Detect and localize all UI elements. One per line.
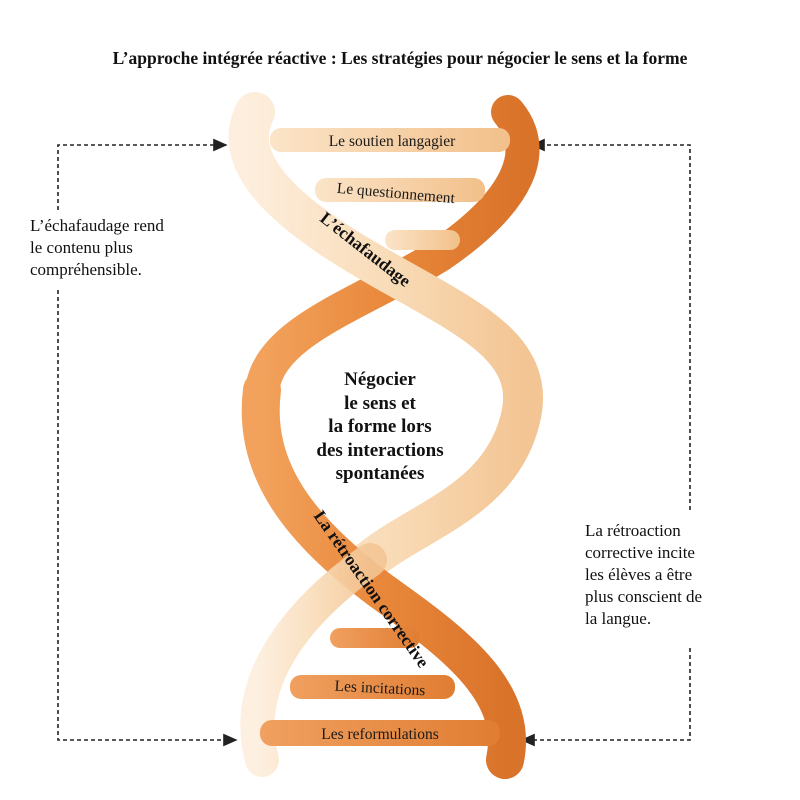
feedback-note: La rétroaction corrective incite les élè… xyxy=(585,520,775,630)
rung-3 xyxy=(290,675,455,699)
center-line: la forme lors xyxy=(328,416,432,437)
arrow-to-top-rung xyxy=(57,138,228,210)
center-line: spontanées xyxy=(335,463,425,484)
rung-label-4: Les reformulations xyxy=(321,726,439,743)
lower-rungs xyxy=(260,628,500,746)
rung-small xyxy=(385,230,460,250)
left-connector xyxy=(57,138,238,747)
dark-strand-lower xyxy=(241,371,526,779)
rung-4 xyxy=(260,720,500,746)
center-line: Négocier xyxy=(344,369,416,390)
note-line: les élèves a être xyxy=(585,565,693,584)
light-strand-upper xyxy=(228,92,544,580)
rung-2 xyxy=(315,178,485,202)
arrow-to-bottom-rung xyxy=(57,290,238,747)
note-line: corrective incite xyxy=(585,543,695,562)
note-line: compréhensible. xyxy=(30,260,142,279)
note-line: plus conscient de xyxy=(585,587,703,606)
rung-small-lower xyxy=(330,628,420,648)
arrow-to-top-right xyxy=(530,138,691,510)
note-line: la langue. xyxy=(585,609,652,628)
center-label: Négocier le sens et la forme lors des in… xyxy=(290,368,470,486)
scaffolding-note: L’échafaudage rend le contenu plus compr… xyxy=(30,215,230,281)
light-strand-lower xyxy=(240,543,387,777)
center-line: le sens et xyxy=(344,392,416,414)
center-line: des interactions xyxy=(316,439,444,461)
rung-label-1: Le soutien langagier xyxy=(329,133,456,150)
upper-rungs xyxy=(270,128,510,250)
arrow-to-bottom-right xyxy=(520,648,691,747)
note-line: La rétroaction xyxy=(585,521,681,540)
note-line: L’échafaudage rend xyxy=(30,216,164,235)
dark-strand-upper xyxy=(245,95,540,407)
note-line: le contenu plus xyxy=(30,238,133,257)
diagram-title: L’approche intégrée réactive : Les strat… xyxy=(112,48,688,68)
rung-label-3: Les incitations xyxy=(334,678,426,700)
right-connector xyxy=(520,138,691,747)
rung-1 xyxy=(270,128,510,152)
